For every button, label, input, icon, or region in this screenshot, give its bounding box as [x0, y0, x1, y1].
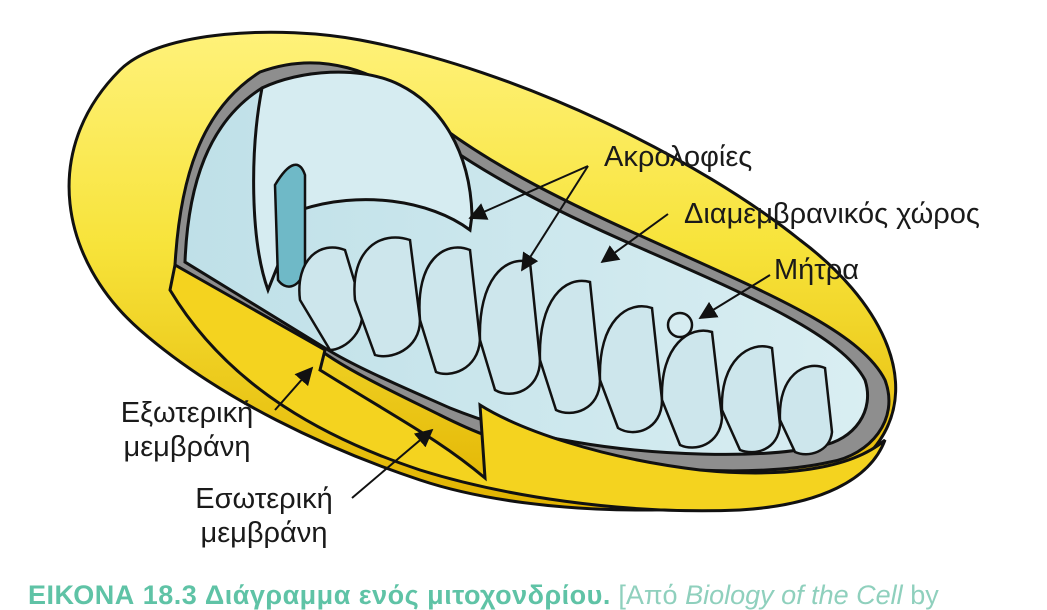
label-outer-membrane-line2: μεμβράνη [123, 431, 251, 463]
caption-figure-label: ΕΙΚΟΝΑ 18.3 [28, 580, 198, 610]
label-intermembrane-space: Διαμεμβρανικός χώρος [684, 198, 980, 230]
label-inner-membrane-line2: μεμβράνη [200, 517, 328, 549]
label-matrix: Μήτρα [774, 254, 860, 286]
caption-source-prefix: [Από [618, 580, 678, 610]
matrix-marker [666, 311, 694, 339]
label-inner-membrane: Εσωτερική μεμβράνη [176, 482, 352, 550]
cristae-arrow-1 [468, 165, 589, 220]
label-outer-membrane-line1: Εξωτερική [120, 397, 254, 429]
leader-lines [274, 165, 771, 499]
inner-membrane-arrow [351, 428, 434, 499]
caption-figure-title: Διάγραμμα ενός μιτοχονδρίου. [204, 580, 611, 610]
intermembrane-arrow [600, 213, 669, 264]
label-outer-membrane: Εξωτερική μεμβράνη [96, 396, 278, 464]
label-cristae: Ακρολοφίες [604, 141, 753, 173]
cristae-folds [298, 236, 834, 456]
tube-interior [273, 163, 307, 288]
caption-source-by: by [910, 580, 939, 610]
figure-caption: ΕΙΚΟΝΑ 18.3 Διάγραμμα ενός μιτοχονδρίου.… [28, 580, 939, 610]
cristae-arrow-2 [521, 165, 589, 272]
matrix-arrow [698, 274, 771, 319]
outer-membrane-lip [168, 262, 887, 513]
caption-source-title: Biology of the Cell [685, 580, 903, 610]
inner-membrane-tube [252, 70, 474, 295]
label-inner-membrane-line1: Εσωτερική [195, 483, 333, 515]
outer-membrane-arrow [274, 366, 314, 411]
